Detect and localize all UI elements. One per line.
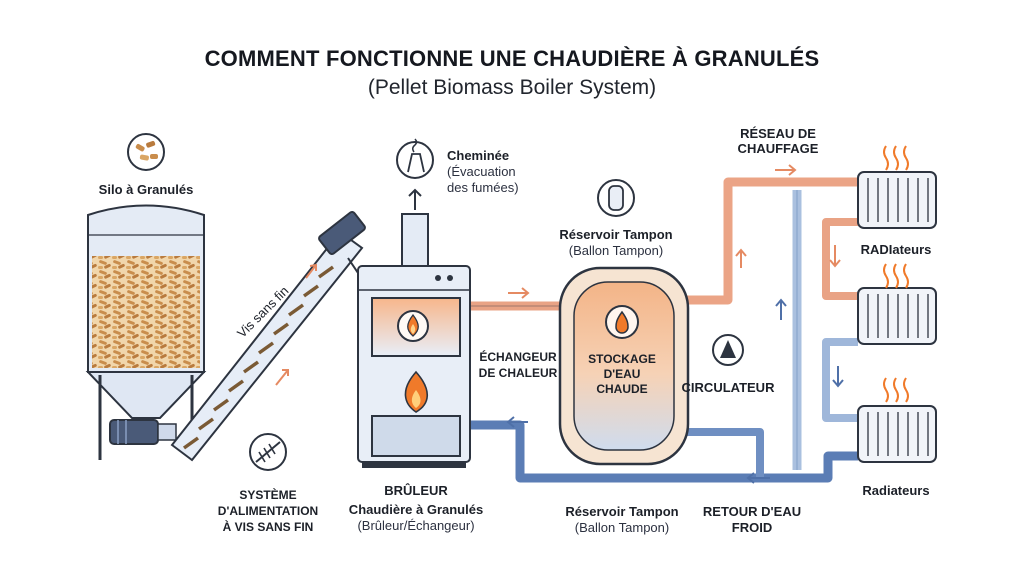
chimney [401, 188, 429, 269]
tank-inner-1: STOCKAGE [588, 352, 656, 366]
exchanger-label-2: DE CHALEUR [478, 366, 558, 380]
chimney-sub-1: (Évacuation [447, 164, 516, 179]
tank-bottom-label: Réservoir Tampon [565, 504, 679, 519]
tank-icon [597, 179, 635, 217]
chimney-label: Cheminée [447, 148, 510, 163]
exchanger-label-1: ÉCHANGEUR [479, 350, 557, 364]
radiators-label-bottom: Radiateurs [862, 483, 930, 498]
return-flow-arrows [506, 298, 844, 484]
buffer-tank [558, 266, 690, 466]
flame-icon [404, 370, 429, 413]
pellet-boiler [357, 265, 471, 468]
network-label-1: RÉSEAU DE [740, 126, 816, 141]
circulator-label: CIRCULATEUR [681, 380, 775, 395]
page-subtitle: (Pellet Biomass Boiler System) [367, 76, 657, 99]
heat-wave-icon [883, 145, 909, 403]
radiator-link-2-3 [822, 338, 858, 422]
flow-arrows [508, 164, 841, 299]
chimney-sub-2: des fumées) [447, 180, 519, 195]
burner-label: BRÛLEUR [384, 483, 448, 498]
auger-screw-conveyor [170, 210, 373, 462]
boiler-sub: (Brûleur/Échangeur) [357, 518, 475, 533]
tank-bottom-sub: (Ballon Tampon) [574, 520, 670, 535]
silo-motor [109, 419, 159, 445]
feed-system-label-1: SYSTÈME [239, 488, 297, 502]
burner-chamber [371, 415, 461, 457]
tank-inner-2: D'EAU [603, 367, 641, 381]
exchanger-flame-icon [397, 310, 429, 342]
radiators-label-top: RADIateurs [860, 242, 932, 257]
silo-label: Silo à Granulés [98, 182, 194, 197]
feed-system-label-2: D'ALIMENTATION [217, 504, 319, 518]
cold-pipe-tank-bottom [686, 428, 764, 478]
pellet-silo [85, 204, 207, 460]
network-label-2: CHAUFFAGE [737, 141, 819, 156]
tank-inner-3: CHAUDE [596, 382, 648, 396]
chimney-icon [396, 138, 434, 179]
screw-icon [249, 433, 287, 471]
feed-system-label-3: À VIS SANS FIN [222, 520, 314, 534]
page-title: COMMENT FONCTIONNE UNE CHAUDIÈRE À GRANU… [204, 46, 820, 71]
return-label-1: RETOUR D'EAU [702, 504, 802, 519]
radiator-1 [857, 171, 937, 229]
radiator-3 [857, 405, 937, 463]
tank-top-sub: (Ballon Tampon) [568, 243, 664, 258]
return-label-2: FROID [731, 520, 773, 535]
circulator-pump [712, 334, 744, 366]
radiator-2 [857, 287, 937, 345]
pellets-icon [127, 133, 165, 171]
water-drop-icon [615, 310, 629, 334]
auger-motor [318, 210, 366, 256]
tank-top-label: Réservoir Tampon [559, 227, 673, 242]
radiator-link-1-2 [822, 218, 858, 300]
hot-pipe-tank-to-network [686, 177, 858, 305]
boiler-label: Chaudière à Granulés [348, 502, 484, 517]
silo-pellet-fill [92, 256, 200, 368]
